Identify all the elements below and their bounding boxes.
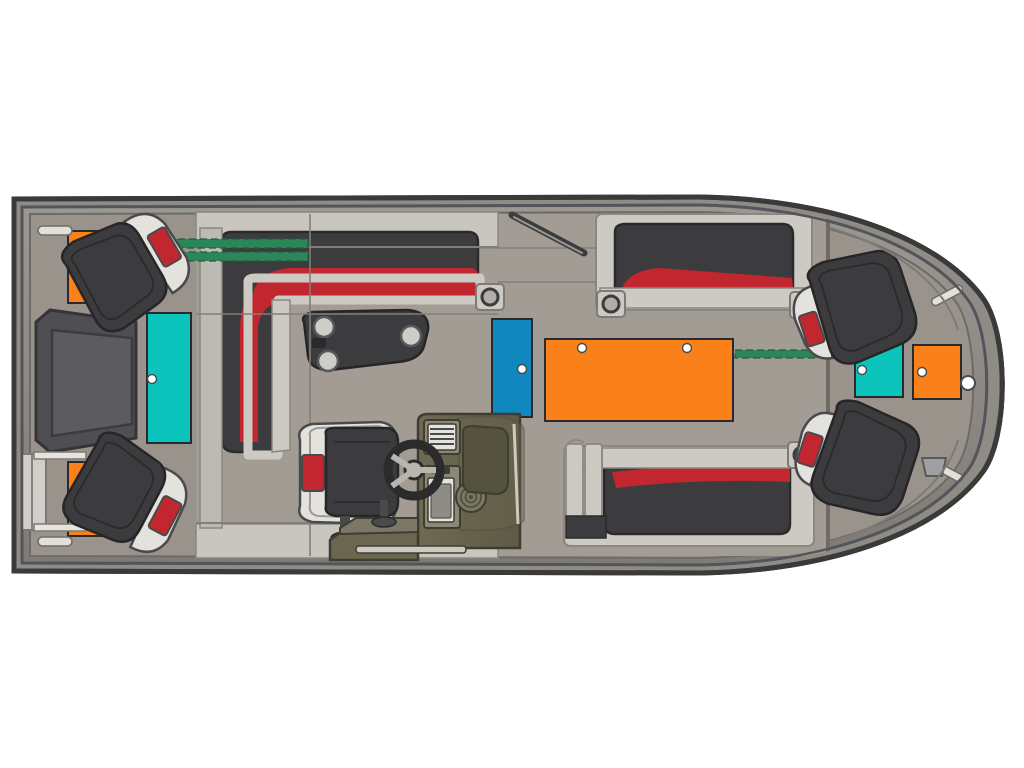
bench-port-L-base: [199, 227, 223, 529]
hatch-center-orange[interactable]: [544, 338, 734, 422]
rod-tube-1: [565, 443, 584, 523]
seat-cushion-seam: [70, 234, 155, 321]
rod-tubes[interactable]: [565, 439, 603, 523]
ladder-step-1: [33, 451, 87, 460]
seat-cushion-seam: [822, 410, 907, 502]
hatch-bow-orange[interactable]: [912, 344, 962, 400]
seat-bow-starboard[interactable]: [783, 388, 926, 525]
seat-stern-starboard[interactable]: [57, 427, 201, 567]
seat-helm[interactable]: [298, 420, 400, 545]
grab-handle-aft-starboard[interactable]: [37, 536, 73, 547]
seat-accent-red: [147, 495, 183, 537]
deck-seam-upper: [196, 246, 498, 248]
hatch-latch-left[interactable]: [576, 342, 588, 354]
diagonal-rod-highlight: [513, 216, 583, 254]
bow-rub-rail-inner-2: [829, 439, 959, 543]
seat-cushion-seam: [73, 441, 154, 530]
seat-bow-port[interactable]: [781, 240, 924, 377]
hatch-latch-right[interactable]: [681, 342, 693, 354]
bench-sl-red-accent: [612, 465, 790, 488]
bow-trim-tab: [920, 457, 948, 477]
seat-cushion-seam: [818, 262, 903, 352]
console-windscreen-edge: [512, 423, 520, 525]
cupholder-2[interactable]: [399, 324, 423, 348]
hatch-latch[interactable]: [516, 363, 528, 375]
diagonal-rod[interactable]: [508, 211, 588, 257]
hatch-latch[interactable]: [146, 373, 158, 385]
splashwell-inner: [50, 328, 134, 438]
grab-handle-aft-port[interactable]: [37, 225, 73, 236]
bench-starboard-lower[interactable]: [563, 439, 815, 547]
midship-divider-bar: [826, 214, 830, 558]
cupholder-3[interactable]: [316, 349, 340, 373]
hatch-latch[interactable]: [916, 366, 928, 378]
hull-inner-edge: [20, 203, 988, 567]
switch-panel[interactable]: [427, 423, 457, 451]
splashwell: [34, 308, 138, 454]
console-glovebox[interactable]: [462, 424, 509, 496]
base-upper-1[interactable]: [475, 283, 505, 311]
base-upper-2[interactable]: [596, 290, 626, 318]
bench-port-L-red-accent: [240, 268, 478, 442]
helm-seat-cushion: [324, 426, 400, 518]
seat-accent-red: [798, 310, 826, 348]
rod-tube-2: [584, 443, 603, 523]
bench-sl-foot: [565, 515, 607, 539]
hull-rub-rail: [11, 194, 1005, 576]
bow-light[interactable]: [960, 375, 976, 391]
bench-sl-back-rail: [567, 447, 811, 469]
steering-wheel[interactable]: [383, 439, 445, 501]
seat-cushion: [60, 222, 168, 333]
cupholder-slot: [312, 338, 326, 348]
console-kick-strip: [355, 545, 467, 554]
boarding-ladder[interactable]: [6, 451, 87, 532]
hatch-midship-blue[interactable]: [491, 318, 533, 418]
helm-console[interactable]: [328, 412, 525, 562]
wheel-spoke-1: [390, 453, 416, 473]
hatch-portside-teal[interactable]: [146, 312, 192, 444]
bow-fittings: [829, 227, 976, 543]
seat-accent-red: [796, 431, 824, 468]
bench-starboard-upper[interactable]: [595, 213, 813, 311]
track-stern-row1: [67, 238, 309, 249]
rod-tube-cap: [567, 439, 585, 444]
bow-rub-rail-inner: [829, 227, 959, 331]
helm-seat-accent-red: [301, 454, 325, 492]
bench-port-L-front-panel: [271, 299, 291, 453]
seat-accent-red: [146, 226, 182, 268]
seat-stern-port[interactable]: [56, 197, 201, 339]
seat-cushion: [62, 431, 167, 543]
hatch-latch[interactable]: [856, 364, 868, 376]
console-throttle-stem: [380, 500, 388, 520]
cleat-bow-upper[interactable]: [930, 284, 964, 307]
wheel-spoke-2: [390, 467, 416, 489]
cupholder-1[interactable]: [312, 315, 336, 339]
bench-su-red-accent: [622, 268, 793, 288]
ladder-frame: [20, 453, 47, 531]
console-throttle-base: [371, 516, 397, 528]
bench-su-front-rail: [599, 287, 809, 309]
